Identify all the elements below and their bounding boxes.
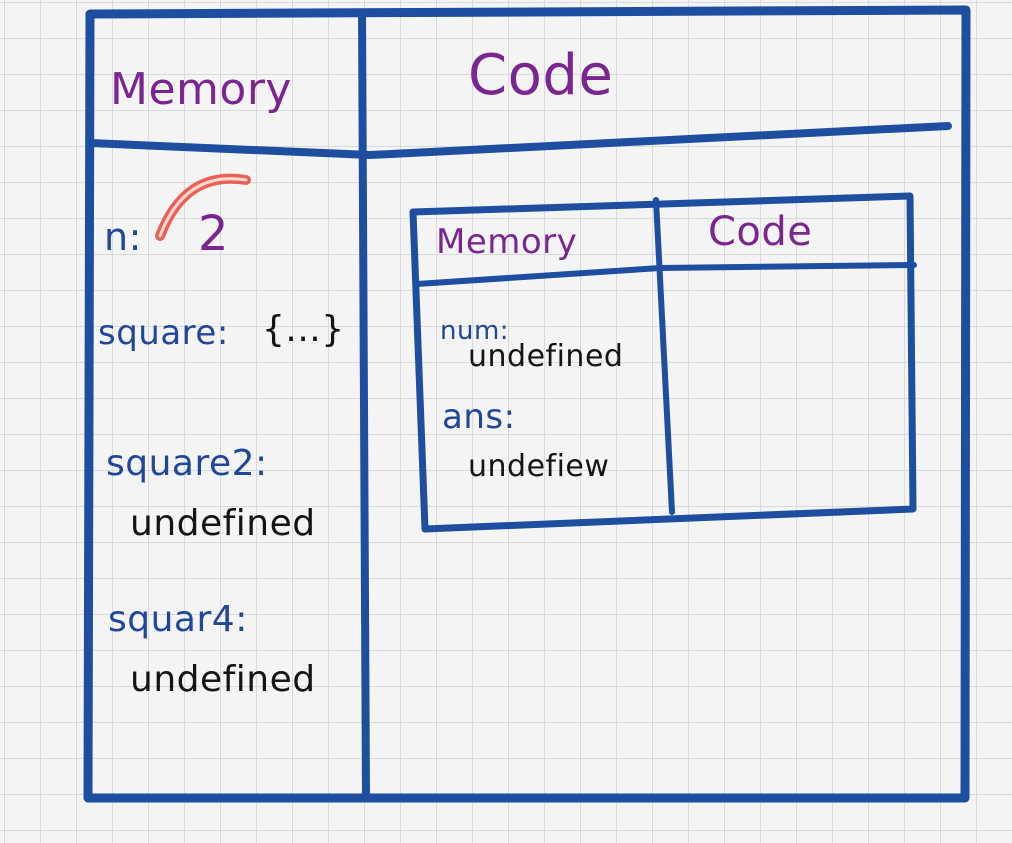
- memory-value-square: {...}: [262, 309, 345, 350]
- memory-value-n: 2: [198, 206, 230, 262]
- outer-header-divider: [86, 122, 952, 159]
- inner-memory-key-ans: ans:: [442, 397, 516, 437]
- outer-context-border: [83, 5, 971, 803]
- inner-memory-key-num: num:: [440, 316, 510, 346]
- memory-key-square4: squar4:: [108, 599, 248, 640]
- memory-value-square2: undefined: [130, 503, 316, 544]
- inner-memory-value-ans: undefiew: [468, 449, 610, 484]
- memory-key-square2: square2:: [106, 443, 268, 484]
- outer-memory-header: Memory: [110, 64, 292, 115]
- outer-code-header: Code: [468, 43, 614, 108]
- inner-memory-value-num: undefined: [468, 339, 624, 374]
- outer-column-divider: [358, 10, 370, 802]
- inner-context-border: [409, 192, 917, 533]
- memory-value-square4: undefined: [130, 659, 316, 700]
- inner-code-header: Code: [708, 209, 813, 255]
- memory-key-n: n:: [104, 215, 142, 259]
- memory-key-square: square:: [98, 313, 229, 353]
- inner-header-divider: [414, 262, 917, 287]
- inner-memory-header: Memory: [436, 222, 578, 262]
- inner-column-divider: [653, 197, 675, 515]
